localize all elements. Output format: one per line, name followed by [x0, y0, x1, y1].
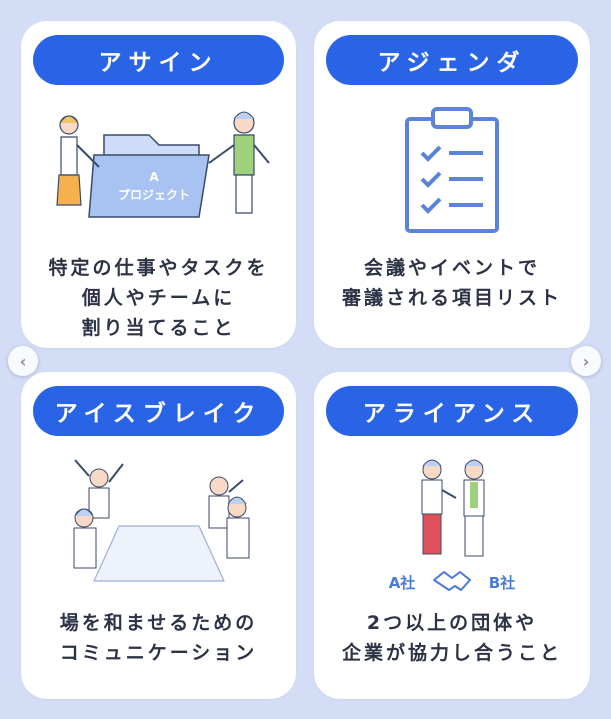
description-line: コミュニケーション [59, 642, 258, 664]
card-description: 特定の仕事やタスクを 個人やチームに 割り当てること [29, 253, 288, 343]
description-line: 2つ以上の団体や [366, 612, 538, 634]
alliance-illustration: A社 B社 [314, 456, 590, 616]
assign-illustration: A プロジェクト [21, 105, 296, 265]
card-title: アライアンス [326, 386, 578, 436]
description-line: 場を和ませるための [59, 612, 258, 634]
folder-label-project: プロジェクト [117, 187, 189, 202]
company-a-label: A社 [389, 574, 416, 592]
card-description: 2つ以上の団体や 企業が協力し合うこと [322, 608, 582, 668]
clipboard-icon [314, 105, 590, 265]
icebreak-illustration [21, 456, 296, 616]
card-assign: アサイン A プロジェクト 特定の仕事やタスクを 個人やチームに 割り当てること [21, 21, 296, 348]
chevron-left-icon: ‹ [19, 351, 27, 371]
card-description: 会議やイベントで 審議される項目リスト [322, 253, 582, 313]
folder-label-a: A [149, 170, 159, 184]
card-title: アサイン [33, 35, 284, 85]
description-line: 審議される項目リスト [341, 287, 562, 309]
description-line: 割り当てること [81, 317, 236, 339]
carousel-prev-button[interactable]: ‹ [8, 346, 38, 376]
card-description: 場を和ませるための コミュニケーション [29, 608, 288, 668]
card-alliance: アライアンス A社 B社 2つ以上の団体や 企業が協力し合うこと [314, 372, 590, 699]
handshake-icon [433, 571, 471, 591]
card-title: アジェンダ [326, 35, 578, 85]
description-line: 個人やチームに [81, 287, 236, 309]
description-line: 会議やイベントで [363, 257, 540, 279]
description-line: 特定の仕事やタスクを [48, 257, 269, 279]
carousel-next-button[interactable]: › [571, 346, 601, 376]
chevron-right-icon: › [582, 351, 590, 371]
card-title: アイスブレイク [33, 386, 284, 436]
card-icebreak: アイスブレイク 場を和ませるための コミュニケーション [21, 372, 296, 699]
company-b-label: B社 [489, 574, 515, 592]
description-line: 企業が協力し合うこと [341, 642, 562, 664]
card-agenda: アジェンダ 会議やイベントで 審議される項目リスト [314, 21, 590, 348]
